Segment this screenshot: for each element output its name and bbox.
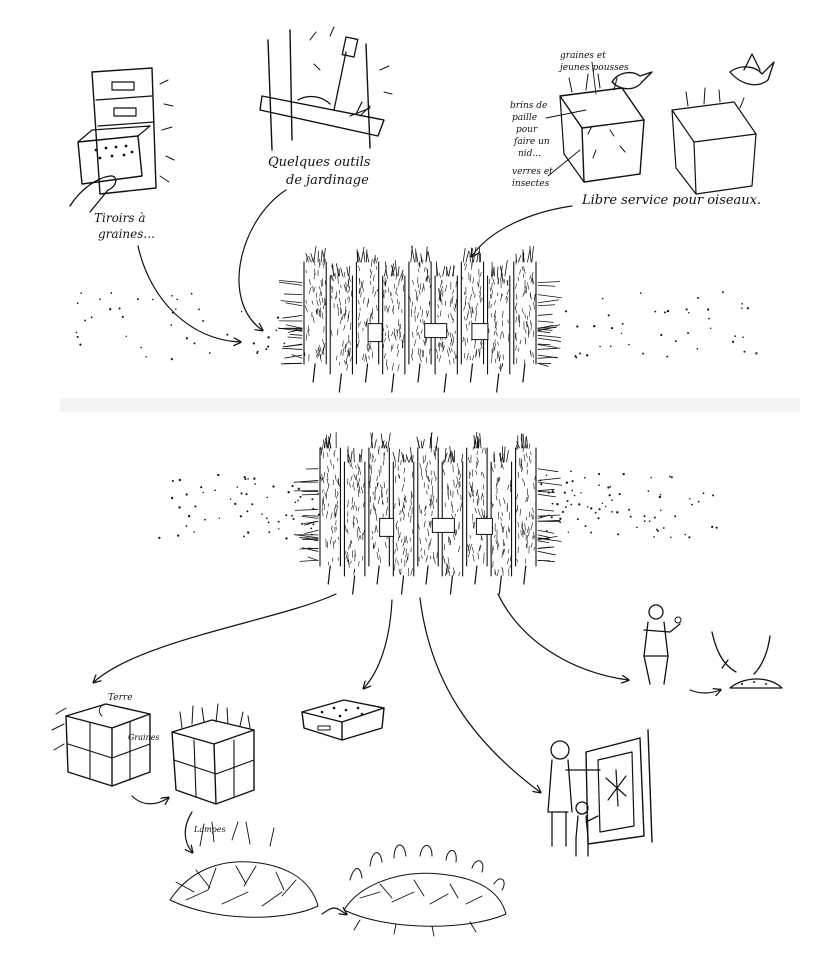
arrow-pavilion-to-bales bbox=[94, 593, 337, 682]
arrow-tools-to-pavilion bbox=[238, 189, 287, 330]
bird-straw-label-line1: brins de bbox=[510, 101, 547, 111]
bird-worms-label-line2: insectes bbox=[512, 179, 550, 189]
arrow-pavilion-to-drawer bbox=[364, 599, 393, 688]
arrow-drawers-to-pavilion bbox=[137, 245, 240, 342]
gardening-tools-illustration bbox=[259, 26, 393, 151]
person-planting-illustration bbox=[643, 604, 682, 685]
sprouting-bale-illustration bbox=[171, 703, 255, 805]
regrowth-illustration bbox=[343, 844, 507, 937]
hands-planting-illustration bbox=[711, 631, 783, 689]
decaying-straw-illustration bbox=[169, 821, 319, 918]
panel-divider bbox=[60, 398, 800, 412]
arrow-pavilion-to-family bbox=[419, 597, 540, 792]
bird-seeds-label-line2: jeunes pousses bbox=[558, 63, 629, 73]
arrow-bales-to-decay bbox=[185, 811, 192, 852]
bird-feeder-illustration bbox=[559, 53, 775, 195]
arrow-bales-growth bbox=[131, 795, 168, 804]
soil-leader-line bbox=[98, 703, 105, 717]
arrow-planting-step bbox=[689, 690, 720, 693]
seed-particles bbox=[75, 291, 758, 540]
straw-pavilion-top bbox=[277, 245, 562, 393]
tools-label-line2: de jardinage bbox=[286, 173, 369, 188]
bird-straw-label-line5: nid... bbox=[518, 149, 541, 159]
family-at-window-illustration bbox=[547, 729, 653, 857]
bird-seeds-label-line1: graines et bbox=[560, 51, 606, 61]
arrow-birds-to-pavilion bbox=[472, 205, 573, 256]
arrow-decay-to-regrowth bbox=[321, 908, 346, 914]
bird-straw-label-line4: faire un bbox=[513, 137, 550, 147]
seed-drawer-illustration bbox=[301, 699, 385, 741]
seed-drawers-label-line1: Tiroirs à bbox=[94, 211, 146, 225]
sprout-label: Lampes bbox=[193, 825, 226, 834]
bird-service-label: Libre service pour oiseaux. bbox=[581, 193, 761, 208]
tools-label-line1: Quelques outils bbox=[268, 155, 371, 170]
arrow-pavilion-to-planting bbox=[497, 593, 628, 680]
soil-label: Terre bbox=[108, 693, 133, 703]
bird-worms-label-line1: verres et bbox=[512, 167, 553, 177]
bird-straw-label-line2: paille bbox=[512, 113, 537, 123]
bird-leader-lines bbox=[545, 61, 597, 177]
straw-pavilion-bottom bbox=[293, 431, 563, 595]
bale-stack-illustration bbox=[51, 703, 151, 787]
seed-drawers-label-line2: graines... bbox=[98, 227, 155, 241]
seed-drawers-illustration bbox=[69, 67, 175, 213]
seed-label: Graines bbox=[128, 733, 160, 742]
bird-straw-label-line3: pour bbox=[516, 125, 538, 135]
